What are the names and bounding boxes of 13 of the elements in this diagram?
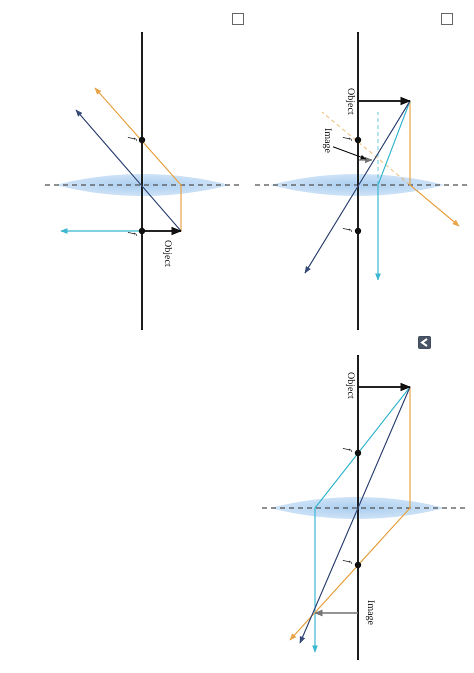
focal-point-label: f (127, 137, 138, 140)
focal-point-label: f (342, 560, 353, 563)
focal-point-label: f (342, 448, 353, 451)
object-label: Object (345, 88, 356, 115)
focal-point-label: f (127, 232, 138, 235)
object-label: Object (345, 372, 356, 399)
image-label: Image (365, 600, 376, 625)
image-label: Image (322, 128, 333, 153)
leader-line (332, 146, 367, 160)
focal-point-label: f (342, 228, 353, 231)
focal-point-label: f (342, 137, 353, 140)
image-arrow (359, 156, 373, 164)
object-label: Object (162, 240, 173, 267)
